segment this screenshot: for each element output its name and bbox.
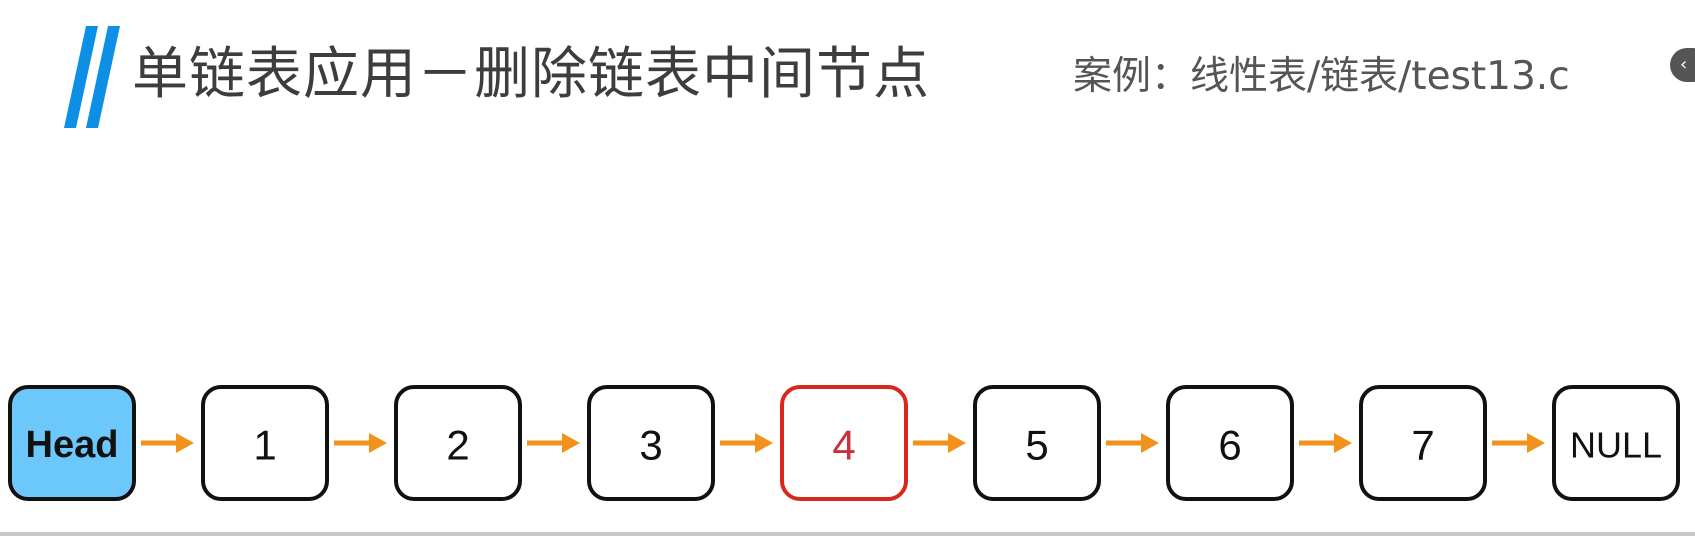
node-label: 5 bbox=[1025, 422, 1048, 469]
arrow-head bbox=[948, 433, 966, 453]
next-pointer-arrow bbox=[720, 433, 773, 453]
next-pointer-arrow bbox=[913, 433, 966, 453]
node-box bbox=[587, 385, 715, 501]
node-label: 6 bbox=[1218, 422, 1241, 469]
bottom-divider bbox=[0, 532, 1695, 536]
arrow-head bbox=[1527, 433, 1545, 453]
arrow-head bbox=[755, 433, 773, 453]
arrow-head bbox=[176, 433, 194, 453]
node-label: 3 bbox=[639, 422, 662, 469]
next-pointer-arrow bbox=[1492, 433, 1545, 453]
arrow-head bbox=[369, 433, 387, 453]
node-box bbox=[973, 385, 1101, 501]
node-box bbox=[780, 385, 908, 501]
list-node-4: 4 bbox=[780, 385, 908, 501]
prev-slide-button[interactable]: ‹ bbox=[1670, 48, 1695, 82]
next-pointer-arrow bbox=[1106, 433, 1159, 453]
next-pointer-arrow bbox=[527, 433, 580, 453]
chevron-left-icon: ‹ bbox=[1680, 54, 1688, 75]
node-label: 2 bbox=[446, 422, 469, 469]
node-box bbox=[8, 385, 136, 501]
node-box bbox=[1166, 385, 1294, 501]
list-node-head: Head bbox=[8, 385, 136, 501]
case-reference: 案例：线性表/链表/test13.c bbox=[1073, 54, 1570, 99]
node-label: Head bbox=[26, 424, 119, 466]
node-box bbox=[394, 385, 522, 501]
list-node-6: 6 bbox=[1166, 385, 1294, 501]
next-pointer-arrow bbox=[1299, 433, 1352, 453]
list-node-5: 5 bbox=[973, 385, 1101, 501]
list-node-1: 1 bbox=[201, 385, 329, 501]
next-pointer-arrow bbox=[141, 433, 194, 453]
list-node-null: NULL bbox=[1552, 385, 1680, 501]
node-label: NULL bbox=[1570, 425, 1662, 466]
slide-title: 单链表应用－删除链表中间节点 bbox=[132, 42, 930, 107]
node-label: 7 bbox=[1411, 422, 1434, 469]
list-node-3: 3 bbox=[587, 385, 715, 501]
node-label: 1 bbox=[253, 422, 276, 469]
node-box bbox=[201, 385, 329, 501]
arrow-head bbox=[1334, 433, 1352, 453]
node-label: 4 bbox=[832, 422, 855, 469]
title-accent-bars bbox=[64, 26, 120, 128]
list-node-7: 7 bbox=[1359, 385, 1487, 501]
node-box bbox=[1552, 385, 1680, 501]
node-box bbox=[1359, 385, 1487, 501]
next-pointer-arrow bbox=[334, 433, 387, 453]
arrow-head bbox=[1141, 433, 1159, 453]
list-node-2: 2 bbox=[394, 385, 522, 501]
arrow-head bbox=[562, 433, 580, 453]
